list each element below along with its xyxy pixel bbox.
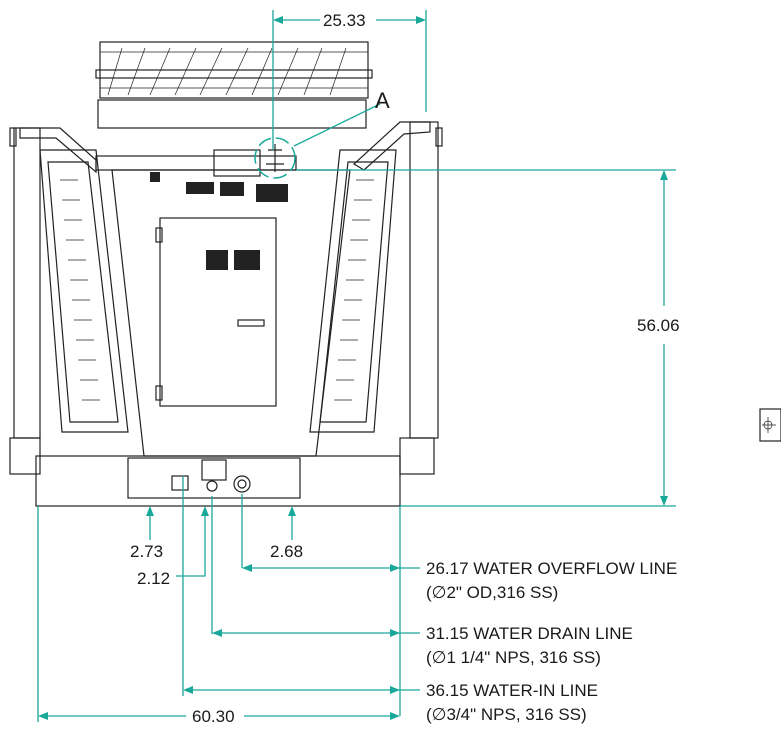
- unit-outline: [9, 41, 443, 507]
- dim-center-offset: 2.68: [270, 542, 303, 561]
- fan-guard: [95, 41, 373, 99]
- dimension-lines: [37, 10, 676, 722]
- dimension-labels: 25.33 A 56.06 2.73 2.12 2.68 60.30: [130, 11, 680, 726]
- detail-a-circle: [254, 137, 296, 179]
- callout-overflow-spec: (∅2" OD,316 SS): [426, 583, 558, 602]
- callout-drain-value: 31.15 WATER DRAIN LINE: [426, 624, 633, 643]
- dim-left-a: 2.73: [130, 542, 163, 561]
- callout-overflow-value: 26.17 WATER OVERFLOW LINE: [426, 559, 677, 578]
- dim-left-b: 2.12: [137, 569, 170, 588]
- dim-height: 56.06: [637, 316, 680, 335]
- callout-list: 26.17 WATER OVERFLOW LINE (∅2" OD,316 SS…: [426, 559, 677, 724]
- callout-water-in-value: 36.15 WATER-IN LINE: [426, 681, 598, 700]
- callout-drain-spec: (∅1 1/4" NPS, 316 SS): [426, 648, 601, 667]
- small-bracket-detail: [759, 408, 781, 442]
- callout-water-in-spec: (∅3/4" NPS, 316 SS): [426, 705, 587, 724]
- dim-top-offset: 25.33: [323, 11, 366, 30]
- dim-overall-width: 60.30: [192, 707, 235, 726]
- detail-a-label: A: [375, 88, 390, 113]
